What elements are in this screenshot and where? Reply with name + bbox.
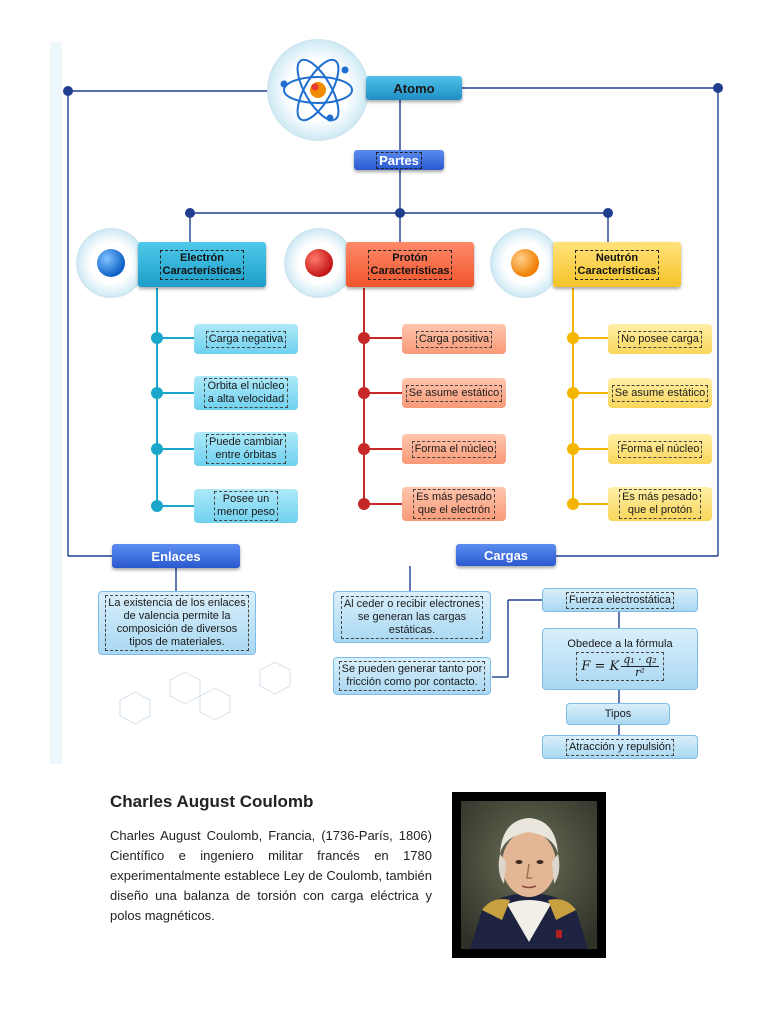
cargas-title: Cargas xyxy=(483,547,529,563)
atraccion-repulsion-box: Atracción y repulsión xyxy=(542,735,698,759)
neutron-ball-icon xyxy=(490,228,560,298)
formula-box: Obedece a la fórmula F = K q₁ · q₂ r² xyxy=(542,628,698,690)
electron-sub: Características xyxy=(162,264,242,277)
enlaces-header: Enlaces xyxy=(112,544,240,568)
atom-icon xyxy=(267,39,369,141)
neutron-item-2: Se asume estático xyxy=(608,378,712,408)
proton-name: Protón xyxy=(392,251,428,264)
electron-item-4: Posee un menor peso xyxy=(194,489,298,523)
electron-ball-icon xyxy=(76,228,146,298)
proton-item-2: Se asume estático xyxy=(402,378,506,408)
neutron-item-4: Es más pesado que el protón xyxy=(608,487,712,521)
atomo-header: Atomo xyxy=(366,76,462,100)
proton-item-1: Carga positiva xyxy=(402,324,506,354)
electron-item-1: Carga negativa xyxy=(194,324,298,354)
electron-name: Electrón xyxy=(179,251,224,264)
proton-branch-dots xyxy=(358,332,370,510)
electron-item-3: Puede cambiar entre órbitas xyxy=(194,432,298,466)
coulomb-bio: Charles August Coulomb, Francia, (1736-P… xyxy=(110,828,432,923)
coulomb-portrait xyxy=(452,792,606,958)
proton-item-3: Forma el núcleo xyxy=(402,434,506,464)
molecule-watermark xyxy=(119,661,291,725)
cargas-friccion-box: Se pueden generar tanto por fricción com… xyxy=(333,657,491,695)
cargas-estaticas-box: Al ceder o recibir electrones se generan… xyxy=(333,591,491,643)
electron-item-2: Orbita el núcleo a alta velocidad xyxy=(194,376,298,410)
proton-sub: Características xyxy=(370,264,450,277)
neutron-item-3: Forma el núcleo xyxy=(608,434,712,464)
cargas-header: Cargas xyxy=(456,544,556,566)
partes-header: Partes xyxy=(354,150,444,170)
neutron-item-1: No posee carga xyxy=(608,324,712,354)
enlaces-title: Enlaces xyxy=(151,548,201,564)
neutron-branch-dots xyxy=(567,332,579,510)
connector-dots xyxy=(63,83,723,218)
neutron-name: Neutrón xyxy=(595,251,639,264)
proton-ball-icon xyxy=(284,228,354,298)
neutron-sub: Características xyxy=(577,264,657,277)
connector-lines xyxy=(67,87,719,735)
electron-branch-dots xyxy=(151,332,163,512)
left-decorative-strip xyxy=(50,42,62,764)
proton-item-4: Es más pesado que el electrón xyxy=(402,487,506,521)
tipos-box: Tipos xyxy=(566,703,670,725)
partes-title: Partes xyxy=(376,151,422,169)
coulomb-formula: F = K q₁ · q₂ r² xyxy=(576,652,664,681)
enlaces-description: La existencia de los enlaces de valencia… xyxy=(98,591,256,655)
fuerza-electrostatica-box: Fuerza electrostática xyxy=(542,588,698,612)
atomo-title: Atomo xyxy=(393,80,435,96)
portrait-illustration xyxy=(461,801,597,949)
coulomb-title: Charles August Coulomb xyxy=(110,792,314,811)
